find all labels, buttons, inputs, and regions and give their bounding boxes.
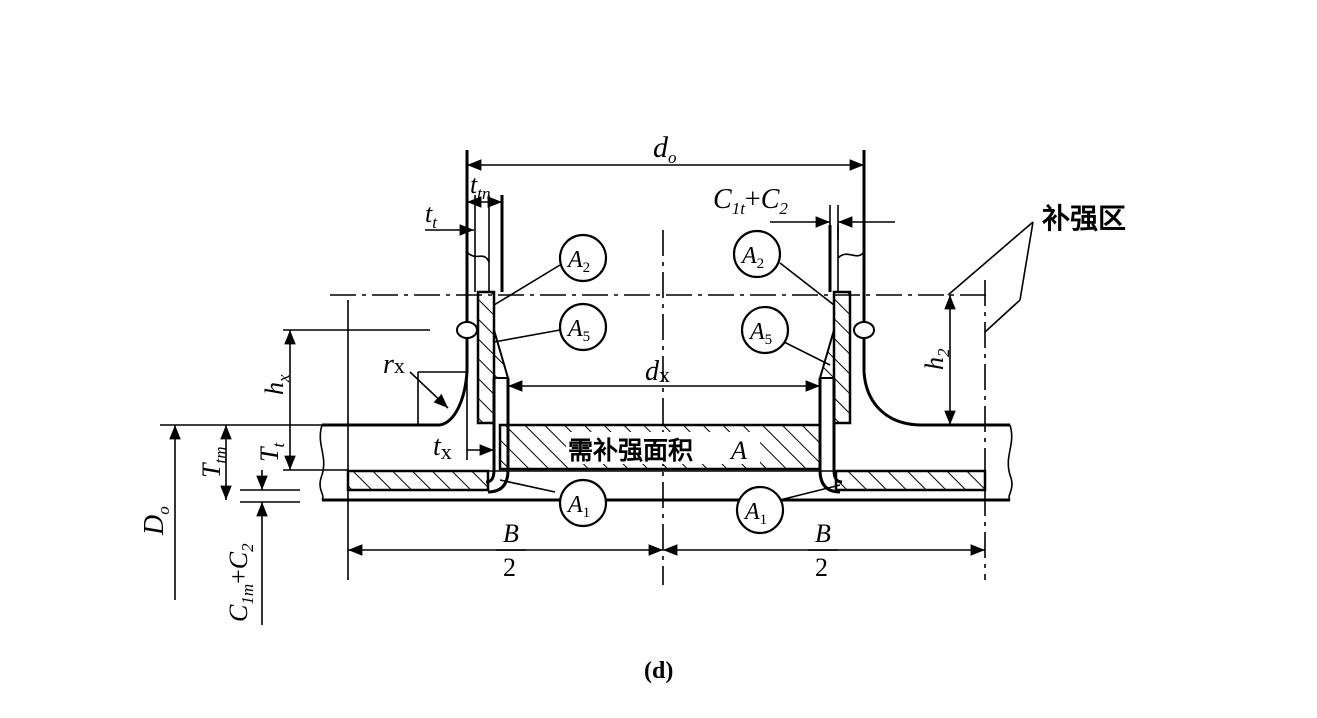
a1-right-hatch (834, 469, 987, 492)
leader-reinforcement-zone (947, 221, 1034, 333)
label-T-t: Tt (255, 442, 288, 462)
weld-bead-right (853, 321, 875, 339)
nozzle-right-wall (818, 150, 921, 494)
a2-right-hatch (832, 290, 852, 425)
label-h-2: h2 (920, 348, 953, 370)
label-required-area: 需补强面积 A (566, 432, 760, 465)
label-b-half-left: B 2 (496, 519, 526, 582)
circle-labels (558, 229, 790, 535)
a5-left-hatch (493, 329, 510, 379)
label-b-half-right: B 2 (808, 519, 838, 582)
label-d-o: do (653, 131, 677, 167)
nozzle-left-wall (417, 150, 510, 494)
label-r-x: rx (383, 349, 405, 380)
label-c1t-c2: C1t+C2 (713, 184, 788, 218)
svg-text:B: B (503, 519, 519, 548)
label-D-o: Do (139, 506, 173, 536)
figure-caption: (d) (644, 658, 673, 684)
a5-right-hatch (818, 329, 835, 379)
centerlines (330, 230, 990, 585)
dim-h-x (283, 329, 430, 470)
weld-bead-left (456, 321, 478, 339)
label-t-x: tx (433, 431, 452, 464)
svg-text:B: B (815, 519, 831, 548)
dim-c1t-c2 (770, 205, 895, 240)
svg-text:A: A (729, 436, 747, 465)
label-a1-left: A1 (566, 492, 590, 521)
label-a2-left: A2 (566, 247, 590, 276)
label-h-x: hx (260, 374, 293, 395)
dim-t-x (466, 372, 494, 460)
a2-left-hatch (476, 290, 496, 425)
svg-text:需补强面积: 需补强面积 (568, 436, 693, 465)
label-T-tm: Ttm (197, 447, 230, 478)
label-a2-right: A2 (740, 243, 764, 272)
dim-t-t (425, 195, 476, 292)
label-a1-right: A1 (743, 499, 767, 528)
a1-left-hatch (346, 469, 490, 492)
svg-text:2: 2 (503, 553, 516, 582)
label-t-t: tt (425, 199, 438, 232)
leader-r-x (409, 371, 449, 409)
label-d-x: dx (645, 356, 670, 387)
label-c1m-c2: C1m+C2 (224, 543, 257, 622)
label-a5-left: A5 (566, 316, 590, 345)
label-t-tn: ttn (470, 170, 490, 203)
svg-text:2: 2 (815, 553, 828, 582)
label-reinforcement-zone: 补强区 (1042, 202, 1126, 235)
label-a5-right: A5 (748, 319, 772, 348)
circle-leaders (493, 262, 841, 501)
dim-t-t-thickness (160, 424, 348, 625)
